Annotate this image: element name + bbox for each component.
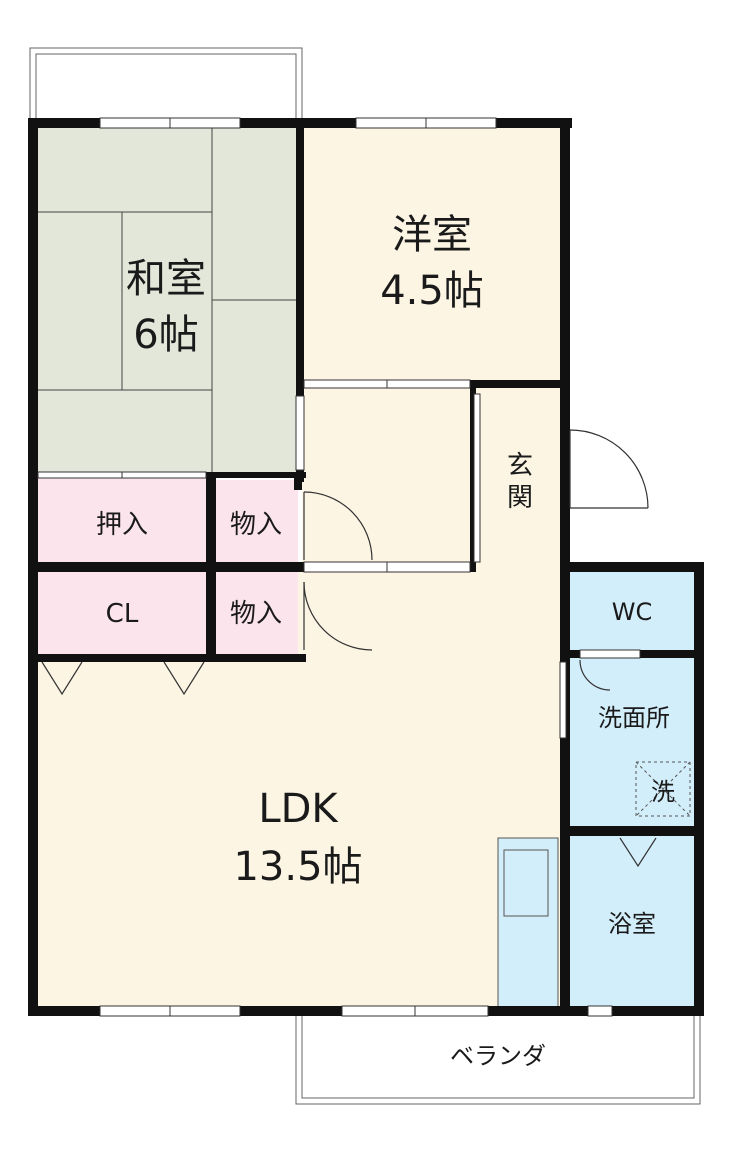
- monoire-lower-floor: [214, 570, 298, 654]
- bathroom-floor: [566, 832, 698, 1010]
- ldk-size: 13.5帖: [233, 844, 362, 890]
- wc-floor: [566, 566, 698, 656]
- youshitsu-size: 4.5帖: [380, 268, 484, 314]
- upper-balcony: [29, 47, 303, 123]
- oshiire-label: 押入: [96, 510, 148, 540]
- oshiire-floor: [34, 476, 210, 566]
- kitchen-counter: [497, 837, 559, 1011]
- monoire-lower-label: 物入: [230, 599, 282, 629]
- genkan-label-line2: 関: [507, 483, 533, 513]
- monoire-upper-label: 物入: [230, 510, 282, 540]
- tatami-lines: [34, 124, 302, 476]
- doors: [41, 429, 657, 868]
- genkan-label-line1: 玄: [507, 451, 533, 481]
- closet-floor: [34, 570, 210, 658]
- hall-floor: [302, 388, 474, 570]
- closet-label: CL: [106, 599, 139, 629]
- washer-pan: [635, 761, 691, 817]
- youshitsu-floor: [302, 124, 566, 388]
- windows: [37, 117, 641, 1017]
- monoire-upper-floor: [214, 480, 298, 562]
- ldk-name: LDK: [258, 786, 339, 832]
- genkan-floor: [474, 388, 566, 570]
- wc-label: WC: [612, 598, 653, 626]
- bathroom-label: 浴室: [608, 910, 656, 938]
- youshitsu-name: 洋室: [392, 212, 472, 258]
- veranda-label: ベランダ: [450, 1042, 546, 1070]
- washitsu-name: 和室: [126, 256, 206, 302]
- senmenjo-floor: [566, 656, 698, 828]
- sink: [503, 849, 549, 917]
- washer-label: 洗: [651, 778, 675, 806]
- washitsu-size: 6帖: [133, 312, 198, 358]
- senmenjo-label: 洗面所: [598, 704, 670, 732]
